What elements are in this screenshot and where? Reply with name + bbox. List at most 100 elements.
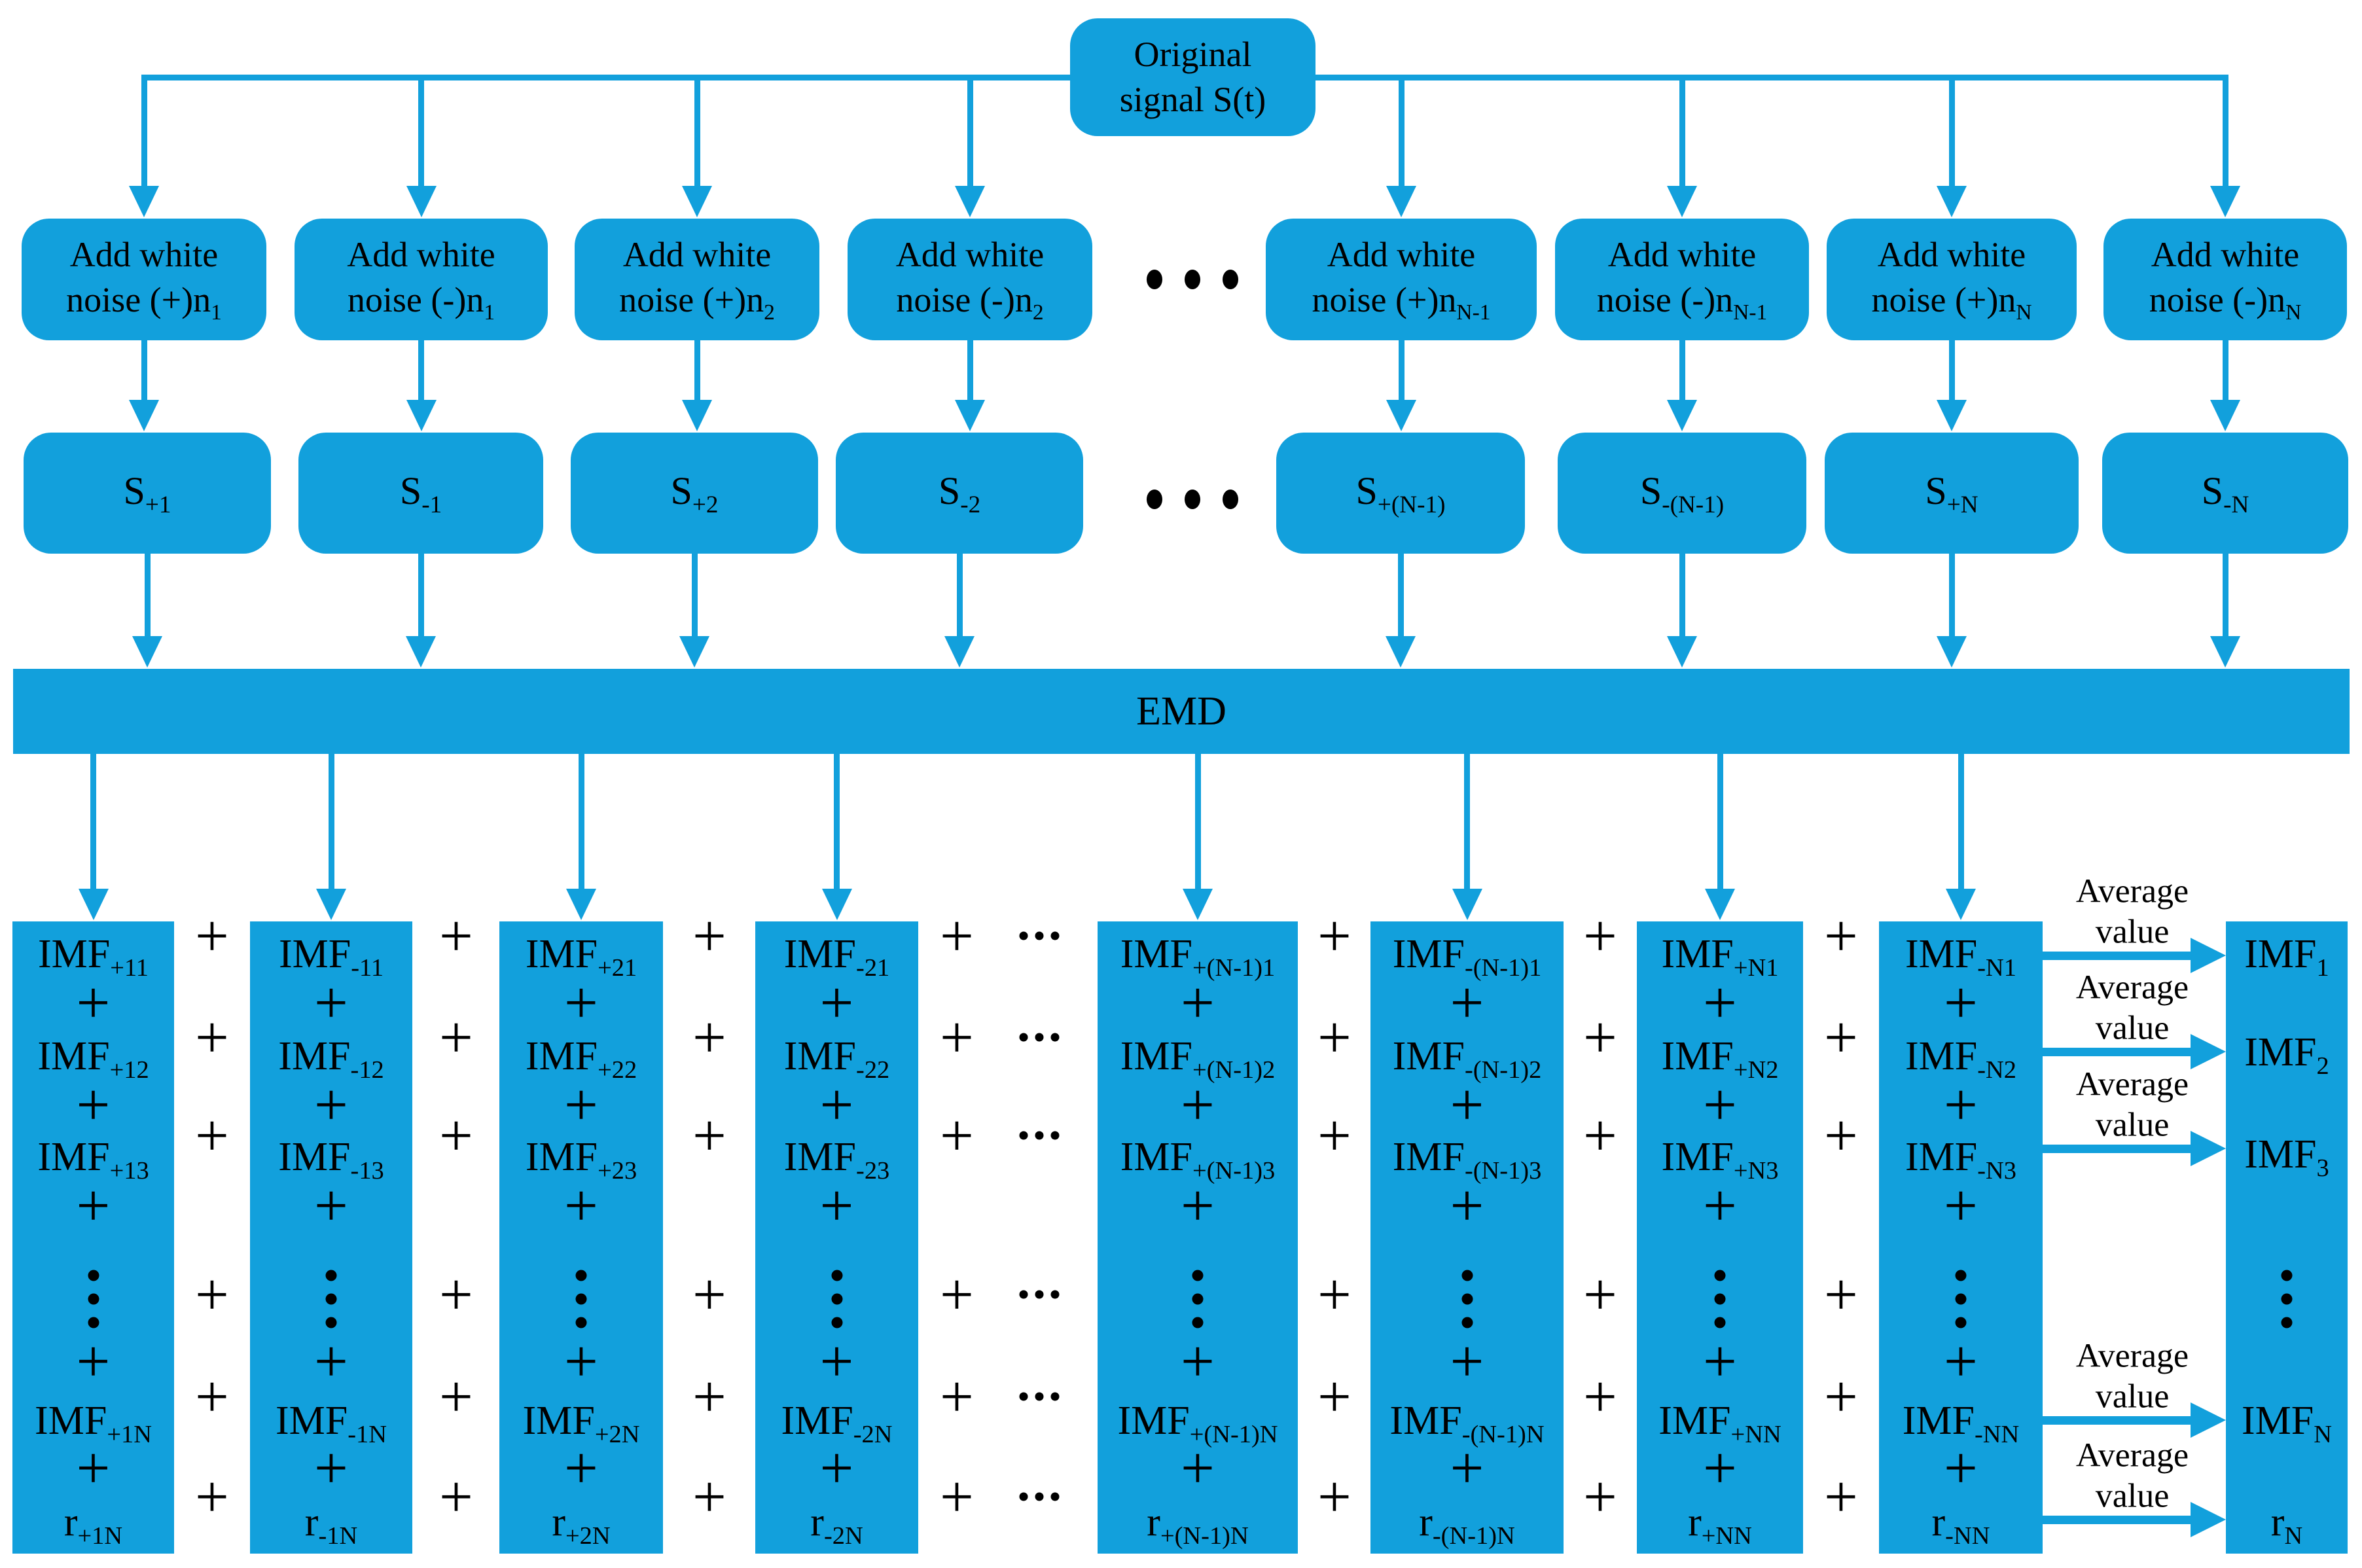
noisy-signal-box: S-N (2102, 433, 2348, 554)
noisy-signal-arrow-6-stem (1679, 340, 1685, 400)
emd-output-arrow-4-stem (834, 754, 840, 889)
column-vertical-ellipsis-dot (325, 1293, 337, 1305)
imf-entry-subscript: -N3 (1977, 1157, 2017, 1185)
average-value-label-line1: Average (2075, 969, 2189, 1007)
gap-plus-sign: + (1317, 1004, 1351, 1071)
gap-plus-sign: + (1317, 902, 1351, 969)
result-imf-entry-text: IMF (2241, 1398, 2314, 1443)
gap-ellipsis-dot (1019, 1290, 1028, 1299)
branch-arrow-4-stem (967, 75, 973, 186)
gap-ellipsis-dot (1035, 1033, 1044, 1042)
noisy-signal-arrow-6-head (1667, 400, 1697, 431)
imf-entry-subscript: -N2 (1977, 1056, 2017, 1084)
noise-box-line1: Add white (895, 234, 1045, 274)
imf-entry-text: IMF (37, 1033, 110, 1078)
imf-entry: IMF-1N (276, 1398, 387, 1449)
noisy-signal-arrow-3-head (682, 400, 712, 431)
noise-box-line1: Add white (1607, 234, 1757, 274)
imf-entry: IMF+2N (523, 1398, 640, 1449)
noisy-signal-arrow-2-head (406, 400, 437, 431)
imf-entry-text: IMF (783, 1033, 857, 1078)
residual-entry-text: r (63, 1499, 78, 1544)
imf-entry-subscript: -23 (856, 1157, 890, 1185)
gap-ellipsis-dot (1035, 1392, 1044, 1401)
residual-entry-text: r (1931, 1499, 1946, 1544)
noise-row-ellipsis-dot (1223, 270, 1238, 289)
noisy-signal-box: S+N (1825, 433, 2079, 554)
result-imf-entry-subscript: 1 (2316, 954, 2329, 982)
gap-plus-sign: + (439, 1363, 473, 1430)
gap-plus-sign: + (1583, 1261, 1617, 1328)
imf-column (250, 921, 412, 1554)
imf-entry-text: IMF (1661, 1134, 1734, 1179)
noise-box-line1: Add white (622, 234, 772, 274)
result-vertical-ellipsis-dot (2281, 1317, 2293, 1328)
gap-plus-sign: + (692, 1363, 726, 1430)
result-column (2226, 921, 2348, 1554)
imf-entry-text: IMF (525, 931, 598, 976)
imf-entry-subscript: -12 (350, 1056, 384, 1084)
average-value-label-line2: value (2095, 1009, 2170, 1047)
emd-label: EMD (1136, 688, 1226, 734)
column-vertical-ellipsis-dot (831, 1293, 842, 1305)
column-plus-sign: + (76, 1172, 111, 1239)
noisy-signal-label-text: S (123, 469, 145, 512)
residual-entry-subscript: +(N-1)N (1160, 1522, 1249, 1550)
gap-plus-sign: + (195, 1102, 229, 1169)
gap-plus-sign: + (1583, 1102, 1617, 1169)
column-plus-sign: + (564, 1172, 598, 1239)
noisy-signal-box: S-2 (836, 433, 1083, 554)
gap-plus-sign: + (439, 1261, 473, 1328)
imf-entry: IMF-N3 (1905, 1134, 2016, 1185)
gap-plus-sign: + (940, 1363, 974, 1430)
gap-plus-sign: + (1824, 1102, 1858, 1169)
noisy-signal-arrow-3-stem (694, 340, 700, 400)
imf-entry-subscript: +N2 (1733, 1056, 1779, 1084)
noise-box-line2-text: noise (+)n (1312, 279, 1457, 319)
noisy-signal-label-subscript: +N (1946, 491, 1978, 518)
imf-entry-text: IMF (35, 1398, 107, 1443)
gap-plus-sign: + (439, 1102, 473, 1169)
residual-entry: r-NN (1932, 1499, 1990, 1550)
emd-input-arrow-4-stem (956, 554, 963, 636)
column-plus-sign: + (1703, 1328, 1737, 1395)
imf-entry-text: IMF (1661, 931, 1734, 976)
average-value-arrow-5-head (2191, 1502, 2226, 1537)
gap-ellipsis-dot (1050, 931, 1060, 940)
gap-plus-sign: + (195, 902, 229, 969)
column-plus-sign: + (314, 1172, 348, 1239)
noisy-signal-label: S+2 (671, 466, 719, 521)
gap-plus-sign: + (940, 902, 974, 969)
gap-ellipsis-dot (1050, 1131, 1060, 1140)
result-vertical-ellipsis-dot (2281, 1270, 2293, 1281)
gap-plus-sign: + (195, 1004, 229, 1071)
column-vertical-ellipsis-dot (831, 1270, 842, 1281)
noisy-signal-label-text: S (1639, 469, 1662, 512)
noisy-signal-label-text: S (938, 469, 961, 512)
branch-arrow-1-stem (141, 75, 147, 186)
residual-entry: r+(N-1)N (1147, 1499, 1248, 1550)
emd-output-arrow-5-stem (1194, 754, 1201, 889)
result-imf-entry: IMFN (2242, 1398, 2332, 1449)
imf-entry-text: IMF (1392, 931, 1465, 976)
imf-column (1879, 921, 2043, 1554)
branch-arrow-3-stem (694, 75, 700, 186)
emd-output-arrow-6-stem (1464, 754, 1470, 889)
noise-box-line1: Add white (1327, 234, 1476, 274)
imf-column (1370, 921, 1564, 1554)
noise-box-line2-subscript: N (2285, 300, 2302, 325)
emd-output-arrow-4-head (821, 889, 852, 920)
emd-output-arrow-6-head (1452, 889, 1482, 920)
column-vertical-ellipsis (1955, 1270, 1967, 1328)
noisy-signal-label: S+1 (124, 466, 171, 521)
emd-input-arrow-3-stem (691, 554, 698, 636)
residual-entry-subscript: -NN (1945, 1522, 1990, 1550)
column-plus-sign: + (819, 1172, 854, 1239)
emd-input-arrow-6-head (1667, 636, 1697, 668)
residual-entry: r-1N (305, 1499, 357, 1550)
imf-entry-subscript: +(N-1)1 (1192, 954, 1276, 982)
original-signal-line2: signal S(t) (1119, 80, 1266, 119)
column-plus-sign: + (819, 969, 854, 1036)
